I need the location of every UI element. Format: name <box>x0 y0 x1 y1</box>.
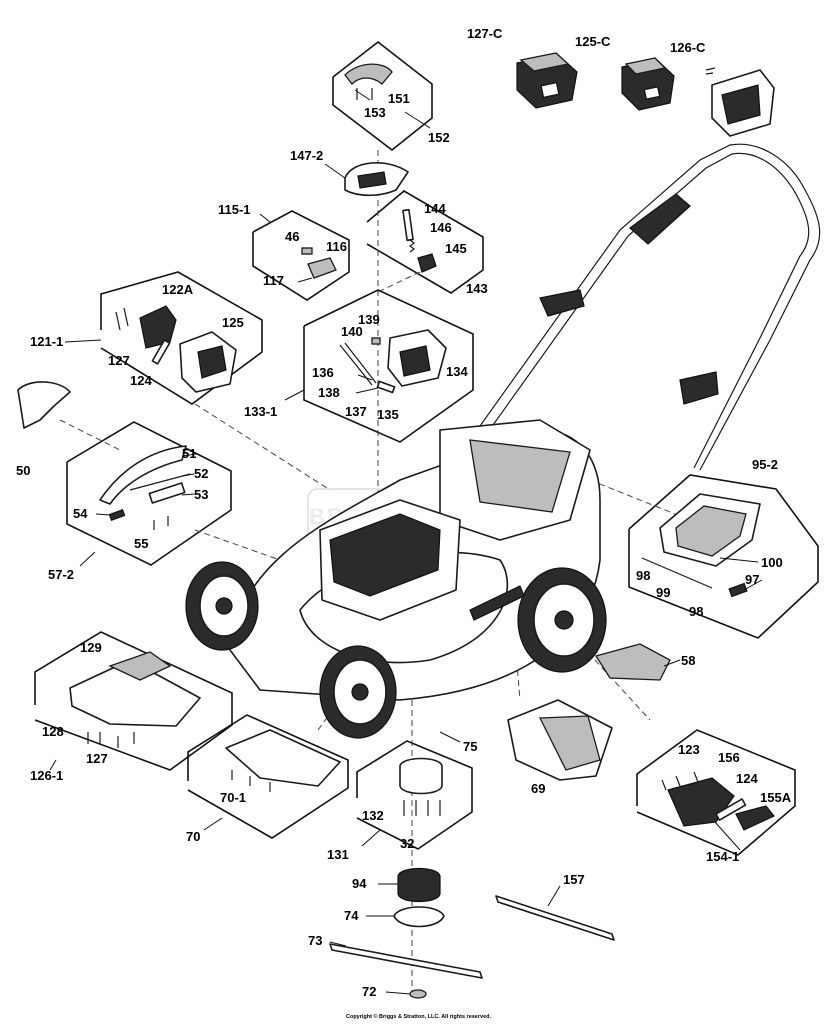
callout-138: 138 <box>318 385 340 400</box>
frame-70 <box>187 714 349 839</box>
callout-53: 53 <box>194 487 209 502</box>
frame-126-1 <box>34 631 233 771</box>
callout-127-c: 127-C <box>467 26 503 41</box>
battery-125-c <box>621 57 675 111</box>
callout-133-1: 133-1 <box>244 404 278 419</box>
callout-136: 136 <box>312 365 334 380</box>
callout-125: 125 <box>222 315 244 330</box>
callout-72: 72 <box>362 984 377 999</box>
callout-134: 134 <box>446 364 468 379</box>
callout-50: 50 <box>16 463 31 478</box>
callout-131: 131 <box>327 847 349 862</box>
mower-deck <box>229 419 601 701</box>
callout-147-2: 147-2 <box>290 148 324 163</box>
wheel-front-right <box>319 645 397 739</box>
callout-124-a: 124 <box>130 373 152 388</box>
frame-95-2 <box>628 474 819 639</box>
callout-54: 54 <box>73 506 88 521</box>
part-72 <box>409 989 427 999</box>
copyright-text: Copyright © Briggs & Stratton, LLC. All … <box>345 1014 492 1020</box>
callout-143: 143 <box>466 281 488 296</box>
part-50 <box>17 381 71 429</box>
callout-127-b: 127 <box>86 751 108 766</box>
blade-73 <box>329 943 483 979</box>
callout-70: 70 <box>186 829 201 844</box>
callout-46: 46 <box>285 229 300 244</box>
callout-140: 140 <box>341 324 363 339</box>
callout-55: 55 <box>134 536 149 551</box>
callout-153: 153 <box>364 105 386 120</box>
callout-57-2: 57-2 <box>48 567 75 582</box>
frame-131 <box>356 740 473 850</box>
callout-144: 144 <box>424 201 446 216</box>
frame-121-1 <box>100 271 263 405</box>
frame-154-1 <box>636 729 796 856</box>
charger-126-c <box>705 67 775 137</box>
callout-73: 73 <box>308 933 323 948</box>
callout-75: 75 <box>463 739 478 754</box>
callout-123: 123 <box>678 742 700 757</box>
part-147-2 <box>344 162 409 197</box>
callout-58: 58 <box>681 653 696 668</box>
frame-152 <box>332 40 433 152</box>
part-94 <box>397 867 441 903</box>
callout-70-1: 70-1 <box>220 790 247 805</box>
blade-157 <box>495 895 615 941</box>
callout-154-1: 154-1 <box>706 849 740 864</box>
cover-151 <box>344 63 393 100</box>
callout-32: 32 <box>400 836 415 851</box>
callout-121-1: 121-1 <box>30 334 64 349</box>
callout-122a: 122A <box>162 282 194 297</box>
frame-115-1 <box>252 210 350 301</box>
callout-94: 94 <box>352 876 367 891</box>
callout-129: 129 <box>80 640 102 655</box>
callout-151: 151 <box>388 91 410 106</box>
callout-139: 139 <box>358 312 380 327</box>
callout-155a: 155A <box>760 790 792 805</box>
wheel-rear-right <box>517 567 607 673</box>
battery-127-c <box>516 52 578 109</box>
part-74 <box>393 906 445 928</box>
callout-117: 117 <box>263 273 284 288</box>
frame-143 <box>366 190 484 294</box>
callout-99: 99 <box>656 585 671 600</box>
callout-74: 74 <box>344 908 359 923</box>
callout-97: 97 <box>745 572 760 587</box>
callout-152: 152 <box>428 130 450 145</box>
callout-98-a: 98 <box>636 568 651 583</box>
handle <box>469 143 821 471</box>
callout-98-b: 98 <box>689 604 704 619</box>
callout-132: 132 <box>362 808 384 823</box>
callout-116: 116 <box>326 239 347 254</box>
callout-156: 156 <box>718 750 740 765</box>
callout-95-2: 95-2 <box>752 457 779 472</box>
callout-69: 69 <box>531 781 546 796</box>
callout-135: 135 <box>377 407 399 422</box>
frame-57-2 <box>66 421 232 566</box>
callout-52: 52 <box>194 466 209 481</box>
callout-115-1: 115-1 <box>218 202 251 217</box>
callout-126-c: 126-C <box>670 40 706 55</box>
callout-51: 51 <box>182 446 197 461</box>
part-58 <box>594 643 671 681</box>
callout-145: 145 <box>445 241 467 256</box>
callout-100: 100 <box>761 555 783 570</box>
callout-157: 157 <box>563 872 585 887</box>
wheel-front-left <box>185 561 259 651</box>
callout-146: 146 <box>430 220 452 235</box>
callout-137: 137 <box>345 404 367 419</box>
callout-127-a: 127 <box>108 353 130 368</box>
callout-128: 128 <box>42 724 64 739</box>
callout-124-b: 124 <box>736 771 758 786</box>
callout-125-c: 125-C <box>575 34 611 49</box>
callout-126-1: 126-1 <box>30 768 64 783</box>
